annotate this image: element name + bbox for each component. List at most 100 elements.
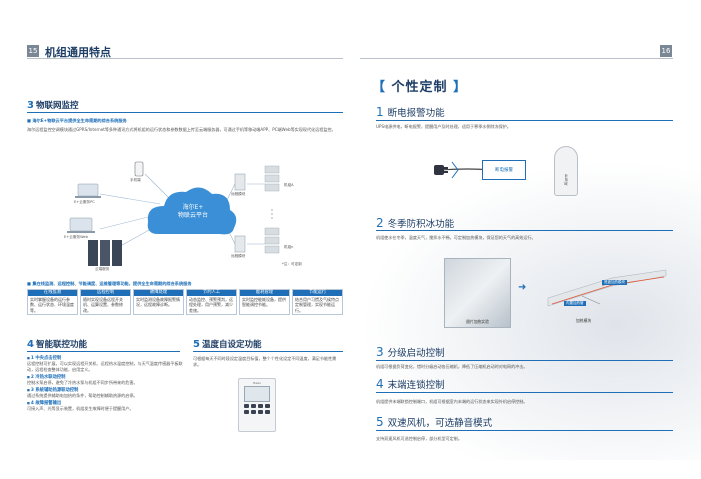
power-alarm-illustration: 断电报警 Alarm <box>430 138 610 198</box>
section-4-heading: 4 智能联控功能 <box>27 338 87 351</box>
section-title: 智能联控功能 <box>35 340 87 350</box>
section-4-rule <box>27 351 180 352</box>
cloud-icon <box>147 187 237 235</box>
right-section-4-rule <box>376 392 673 393</box>
feature-body: 随时实现设备远程开关机、运算设置、参数修改。 <box>83 297 123 313</box>
right-section-1-heading: 1 断电报警功能 <box>376 105 445 119</box>
section-number: 2 <box>376 216 384 230</box>
wired-controller: Haier <box>238 378 276 432</box>
alarm-box-label: 断电报警 <box>495 168 513 173</box>
feature-head: 节约人工 <box>187 290 236 296</box>
header-rule-left <box>27 58 343 59</box>
module-label-1: 远程模块 <box>231 192 246 196</box>
controller-brand: Haier <box>252 381 261 385</box>
section-title: 物联网监控 <box>35 101 79 111</box>
iot-diagram-lines <box>67 161 280 266</box>
fin-heating-photo: 翅片加热实验 <box>444 258 511 328</box>
right-section-4-heading: 4 末端连锁控制 <box>376 377 445 391</box>
right-section-5-body: 支持双速风机可选控制启停，部分机型可定制。 <box>376 436 462 441</box>
module-label-2: 远程模块 <box>231 254 246 258</box>
section-3-heading: 3 物联网监控 <box>27 99 79 112</box>
list-item-title: 3 系统辅助热源联动控制 <box>27 387 183 393</box>
section-title: 断电报警功能 <box>387 108 445 119</box>
right-section-1-rule <box>376 120 673 121</box>
section-number: 5 <box>193 338 200 350</box>
section-3-body: 海尔远程监控空调模块通过GPRS/Internet等多种通讯方式将机组的运行状态… <box>27 127 336 132</box>
section-title: 末端连锁控制 <box>387 380 445 391</box>
right-section-3-heading: 3 分级启动控制 <box>376 345 445 359</box>
heating-module-svg <box>547 269 667 307</box>
section-5-body: 可根据每天不同时段设定温度目标值，整个个性化设定不同温度，满足节能性需求。 <box>193 356 337 367</box>
right-section-5-rule <box>376 430 673 431</box>
feature-head: 节能运行 <box>293 290 342 296</box>
features-grid: 在线监测 实时掌握设备的运行参数、运行状态、环境温度等。 远程控制 随时实现设备… <box>27 289 343 315</box>
right-section-4-body: 机组提供末端联锁控制端口，机组可根据室内末端的运行状态来实现外机启停控制。 <box>376 399 528 404</box>
list-item-title: 2 冷热水联动控制 <box>27 374 183 380</box>
section-3-lead: ■ 海尔E+物联云平台提供全生命周期的综合系统服务 <box>27 118 127 123</box>
right-section-5-heading: 5 双速风机，可选静音模式 <box>376 415 492 429</box>
heating-module-illustration: 底盘加热模块 内置加热管 加热模块 <box>542 258 670 328</box>
feature-head: 能耗管理 <box>240 290 289 296</box>
header-rule-right <box>360 58 673 59</box>
feature-item: 节约人工 动态监控、预警预判，远程处理，用户预警，减少差旅。 <box>186 289 237 315</box>
section-number: 1 <box>376 105 384 119</box>
page-number-right: 16 <box>660 45 672 57</box>
section-5-heading: 5 温度自设定功能 <box>193 338 262 351</box>
section-4-list: 1 中央点击控制 远程控制可扩展，可以实现远程开关机、远程热水温度控制，与天气温… <box>27 355 183 412</box>
section-title: 分级启动控制 <box>387 348 445 359</box>
background-glow <box>360 160 701 460</box>
unit-label-a: 机组A <box>284 183 294 187</box>
alarm-device-label: Alarm <box>563 173 569 186</box>
pc-label-2: E+云服务Web <box>64 235 88 239</box>
section-5-rule <box>193 351 343 352</box>
list-item-title: 1 中央点击控制 <box>27 355 183 361</box>
page-number-left: 15 <box>27 45 39 57</box>
right-section-3-body: 机组可根据负荷变化，错时分级启动各压缩机，降低了压缩机启动时对电网的冲击。 <box>376 364 528 369</box>
feature-item: 能耗管理 实时监控能耗设备，提供智能调控节能。 <box>239 289 290 315</box>
list-item-body: 可接入声、光等显示装置，机组发生故障时便于提醒用户。 <box>27 406 134 411</box>
callout-chassis-heating: 底盘加热模块 <box>602 280 627 285</box>
page-title: 机组通用特点 <box>45 46 111 59</box>
server-label: 云端服务 <box>95 267 110 271</box>
cloud-label-line2: 物联云平台 <box>177 212 208 219</box>
section-number: 4 <box>27 338 34 350</box>
section-3-rule <box>27 112 343 113</box>
section-title: 温度自设定功能 <box>201 340 262 350</box>
photo-label: 翅片加热实验 <box>466 319 489 324</box>
feature-item: 故障处理 实时监测设备故障报警情况，远程故障诊断。 <box>133 289 184 315</box>
right-section-2-body: 机组使水在冬季，温度天气，搅拌水不畅，可定制加热模块，保证您的天气的高效运行。 <box>376 235 536 240</box>
section-title: 双速风机，可选静音模式 <box>387 418 493 429</box>
diagram-note: *注：可定制 <box>282 262 302 266</box>
feature-body: 动态监控、预警预判，远程处理，用户预警，减少差旅。 <box>189 297 233 313</box>
callout-heating-tube: 内置加热管 <box>564 301 586 306</box>
section-number: 3 <box>27 99 34 111</box>
feature-body: 实时监测设备故障报警情况，远程故障诊断。 <box>136 297 180 308</box>
iot-diagram: 海尔E+ 物联云平台 手机端 E+云服务PC E+云服务Web 云端服务 远程模… <box>50 154 340 274</box>
features-lead: ■ 集在线监测、远程控制、节能调度、运维管理等功能，提供全生命周期的综合系统服务 <box>27 281 192 286</box>
custom-title: 【 个性定制 】 <box>372 80 468 95</box>
cloud-label-line1: 海尔E+ <box>182 204 204 211</box>
pc-label-1: E+云服务PC <box>74 200 95 204</box>
right-section-3-rule <box>376 360 673 361</box>
controller-buttons <box>244 404 270 414</box>
right-section-1-body: UPS电源供电，断电报警，提醒用户及时处理，适用于寒季水侧除冻保护。 <box>376 124 511 129</box>
cloud-label: 海尔E+ 物联云平台 <box>158 204 228 220</box>
list-item-body: 通过系统提供辅助电加热的条件，帮助控制辅助热源的启停。 <box>27 393 138 398</box>
arrow-right-icon: ➜ <box>518 282 527 293</box>
section-title: 冬季防积冰功能 <box>387 219 455 230</box>
feature-body: 结合用户习惯及气候特点定制管理，实现节能运行。 <box>295 297 339 313</box>
right-section-2-heading: 2 冬季防积冰功能 <box>376 216 454 230</box>
feature-head: 在线监测 <box>28 290 77 296</box>
unit-label-b: 机组n <box>284 245 294 249</box>
custom-title-text: 个性定制 <box>391 80 448 95</box>
feature-item: 远程控制 随时实现设备远程开关机、运算设置、参数修改。 <box>80 289 131 315</box>
feature-head: 故障处理 <box>134 290 183 296</box>
feature-item: 节能运行 结合用户习惯及气候特点定制管理，实现节能运行。 <box>292 289 343 315</box>
controller-screen <box>244 386 270 402</box>
section-number: 5 <box>376 415 384 429</box>
right-section-2-rule <box>376 230 673 231</box>
heating-module-label: 加热模块 <box>576 318 592 323</box>
feature-item: 在线监测 实时掌握设备的运行参数、运行状态、环境温度等。 <box>27 289 78 315</box>
list-item-body: 远程控制可扩展，可以实现远程开关机、远程热水温度控制，与天气温度传感器平板联动，… <box>27 361 183 372</box>
list-item-title: 4 故障报警输出 <box>27 400 183 406</box>
